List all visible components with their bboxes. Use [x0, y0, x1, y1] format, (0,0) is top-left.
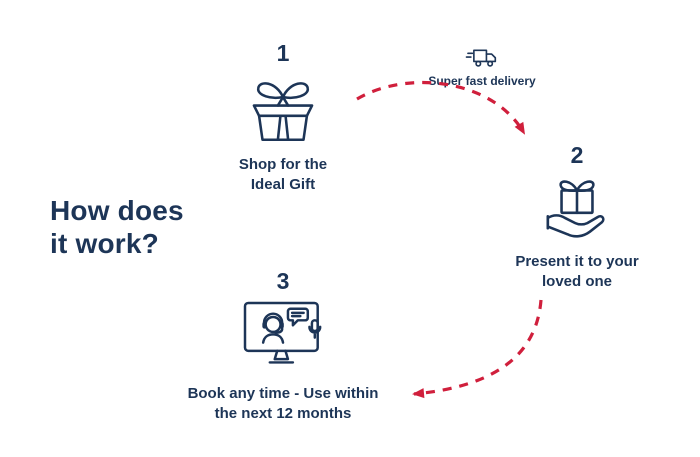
arrow-step2-to-step3: [412, 299, 543, 399]
step-3-number: 3: [276, 268, 290, 294]
step-2: 2 Present it to your loved one: [497, 142, 657, 292]
hand-gift-icon: [539, 175, 615, 242]
step-1-label: Shop for the Ideal Gift: [238, 156, 328, 194]
step-2-label: Present it to your loved one: [515, 253, 639, 291]
step-3: 3 Book any time - Use within the next 12…: [183, 268, 383, 424]
page-title: How does it work?: [50, 195, 184, 260]
delivery-badge: Super fast delivery: [428, 47, 536, 88]
support-monitor-icon: [240, 298, 326, 374]
arrow-step1-to-step2: [356, 81, 526, 135]
step-3-label: Book any time - Use within the next 12 m…: [187, 385, 379, 423]
gift-box-icon: [242, 73, 324, 145]
step-2-number: 2: [570, 142, 584, 168]
step-1: 1 Shop for the Ideal Gift: [203, 40, 363, 195]
delivery-label: Super fast delivery: [428, 74, 536, 88]
delivery-truck-icon: [465, 47, 499, 70]
step-1-number: 1: [276, 40, 290, 66]
